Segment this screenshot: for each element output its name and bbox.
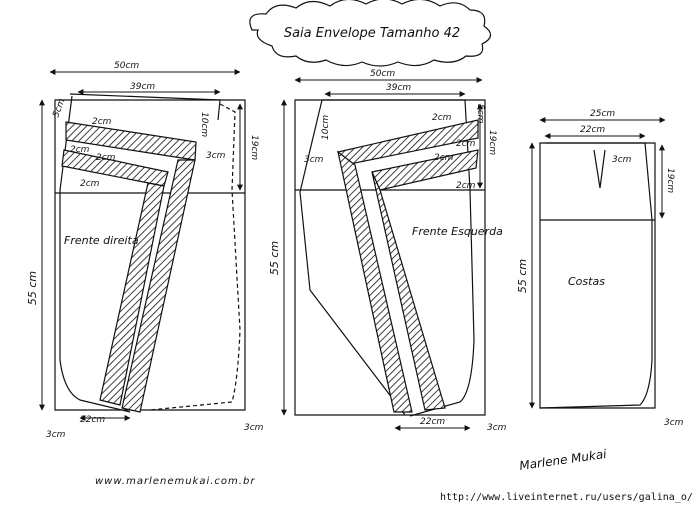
signature: Marlene Mukai xyxy=(518,447,608,473)
front-right-width-label: 50cm xyxy=(114,61,139,71)
front-right-hem-right-label: 3cm xyxy=(244,423,264,433)
front-right-dashed-outline xyxy=(149,103,241,411)
front-left-height-label: 55 cm xyxy=(268,241,281,275)
back-waist-label: 22cm xyxy=(580,125,605,135)
title-cloud: Saia Envelope Tamanho 42 xyxy=(249,0,492,67)
front-left-dimensions xyxy=(281,77,483,431)
front-left-hip-depth-label: 19cm xyxy=(487,130,497,155)
front-left-dart-label: 10cm xyxy=(321,115,331,140)
front-left-hem-label: 22cm xyxy=(420,417,445,427)
front-left-band-3-label: 2cm xyxy=(434,153,454,163)
front-left-width-label: 50cm xyxy=(370,69,395,79)
front-left-band-2-label: 2cm xyxy=(456,139,476,149)
back-name-label: Costas xyxy=(568,275,605,288)
back-height-label: 55 cm xyxy=(516,259,529,293)
front-left-band-4-label: 2cm xyxy=(456,181,476,191)
front-right-band-2-label: 2cm xyxy=(70,145,90,155)
front-left-name-label: Frente Esquerda xyxy=(412,225,503,238)
front-left-outline xyxy=(299,99,475,417)
front-right-band-3-label: 2cm xyxy=(96,153,116,163)
front-left-strip-right xyxy=(371,171,446,411)
front-right-strip-left xyxy=(99,182,165,406)
front-left-labels: 50cm 39cm 55 cm 19cm 5cm 10cm 2cm 2cm 2c… xyxy=(268,69,507,433)
front-right-offset-label: 3cm xyxy=(206,151,226,161)
back-hem-right-label: 3cm xyxy=(664,418,684,428)
panel-front-left xyxy=(294,99,486,417)
front-left-hem-right-label: 3cm xyxy=(487,423,507,433)
front-left-offset-label: 3cm xyxy=(304,155,324,165)
back-labels: 25cm 22cm 55 cm 19cm 3cm Costas 3cm xyxy=(516,109,684,428)
front-right-frame xyxy=(54,99,246,411)
front-right-hem-label: 22cm xyxy=(80,415,105,425)
front-left-side-label: 5cm xyxy=(475,104,485,124)
front-right-height-label: 55 cm xyxy=(26,271,39,305)
back-width-label: 25cm xyxy=(590,109,615,119)
back-dart-label: 3cm xyxy=(612,155,632,165)
front-right-band-1-label: 2cm xyxy=(92,117,112,127)
front-right-hip-depth-label: 19cm xyxy=(249,135,259,160)
back-outline xyxy=(539,142,653,409)
back-dimensions xyxy=(529,117,666,409)
front-right-hem-left-label: 3cm xyxy=(46,430,66,440)
front-left-band-1-label: 2cm xyxy=(432,113,452,123)
front-right-strip-right xyxy=(121,159,196,413)
front-right-dimensions xyxy=(39,69,243,421)
front-right-side-label: 5cm xyxy=(51,97,67,119)
website-text: www.marlenemukai.com.br xyxy=(95,476,255,487)
front-right-band-4-label: 2cm xyxy=(80,179,100,189)
front-left-waist-label: 39cm xyxy=(386,83,411,93)
watermark-url: http://www.liveinternet.ru/users/galina_… xyxy=(440,492,693,503)
panel-front-right xyxy=(54,93,246,413)
front-right-waist-label: 39cm xyxy=(130,82,155,92)
front-right-dart-label: 10cm xyxy=(199,112,209,137)
front-right-name-line-1: Frente direita xyxy=(64,234,139,247)
front-left-strip-left xyxy=(337,150,413,413)
diagram-title: Saia Envelope Tamanho 42 xyxy=(284,26,460,41)
panel-back xyxy=(539,142,656,409)
back-hip-depth-label: 19cm xyxy=(665,168,675,193)
back-dart xyxy=(593,149,606,189)
front-right-outline xyxy=(59,93,221,413)
